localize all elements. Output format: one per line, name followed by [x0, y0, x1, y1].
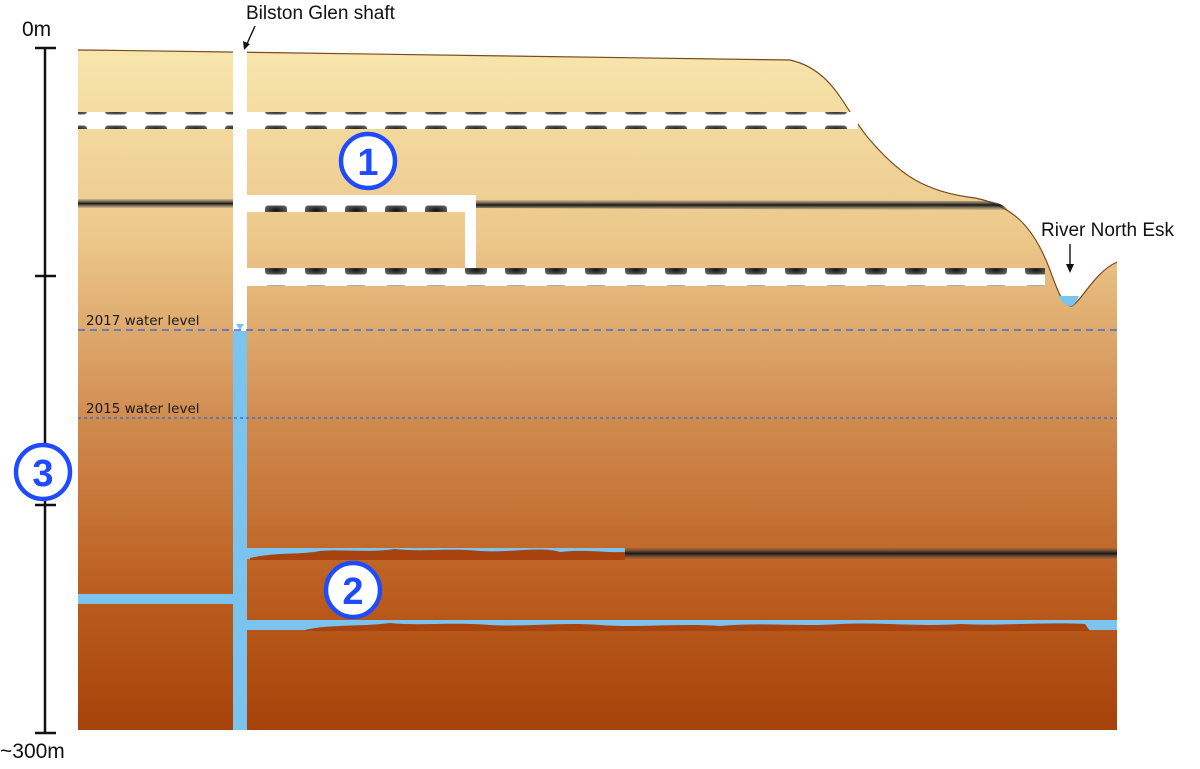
- marker-1: 1: [338, 131, 398, 191]
- deep-seam-b-floor: [305, 623, 1090, 631]
- marker-1-label: 1: [357, 142, 378, 184]
- river-water: [1058, 296, 1079, 306]
- depth-scale: [35, 46, 56, 735]
- shaft-arrow-icon: [243, 25, 256, 50]
- marker-2-label: 2: [342, 571, 363, 613]
- seam-2-intact-left: [78, 199, 244, 208]
- connecting-roadway: [465, 203, 476, 278]
- shaft-dry: [233, 47, 247, 331]
- deep-seam-a-intact: [625, 548, 1117, 559]
- seam-2-intact-right: [476, 200, 1008, 210]
- shaft-label: Bilston Glen shaft: [246, 3, 396, 24]
- marker-2: 2: [323, 560, 383, 620]
- deep-seam-a-floor: [250, 549, 625, 560]
- seam-2-workings: [244, 195, 476, 212]
- scale-bottom-label: ~300m: [0, 740, 65, 763]
- shaft-flooded: [233, 331, 247, 730]
- deep-seam-b-flooded: [247, 620, 1117, 630]
- water-level-2015-label: 2015 water level: [86, 401, 200, 417]
- river-label: River North Esk: [1041, 220, 1175, 241]
- river-arrow-icon: [1066, 244, 1074, 273]
- seam-1-workings: [78, 112, 858, 129]
- marker-3: 3: [13, 442, 73, 502]
- flooded-roadway-left: [78, 594, 236, 604]
- water-level-marker-icon: [236, 324, 244, 330]
- marker-3-label: 3: [32, 453, 53, 495]
- seam-3-workings: [247, 268, 1045, 286]
- scale-top-label: 0m: [22, 18, 51, 41]
- water-level-2017-label: 2017 water level: [86, 313, 200, 329]
